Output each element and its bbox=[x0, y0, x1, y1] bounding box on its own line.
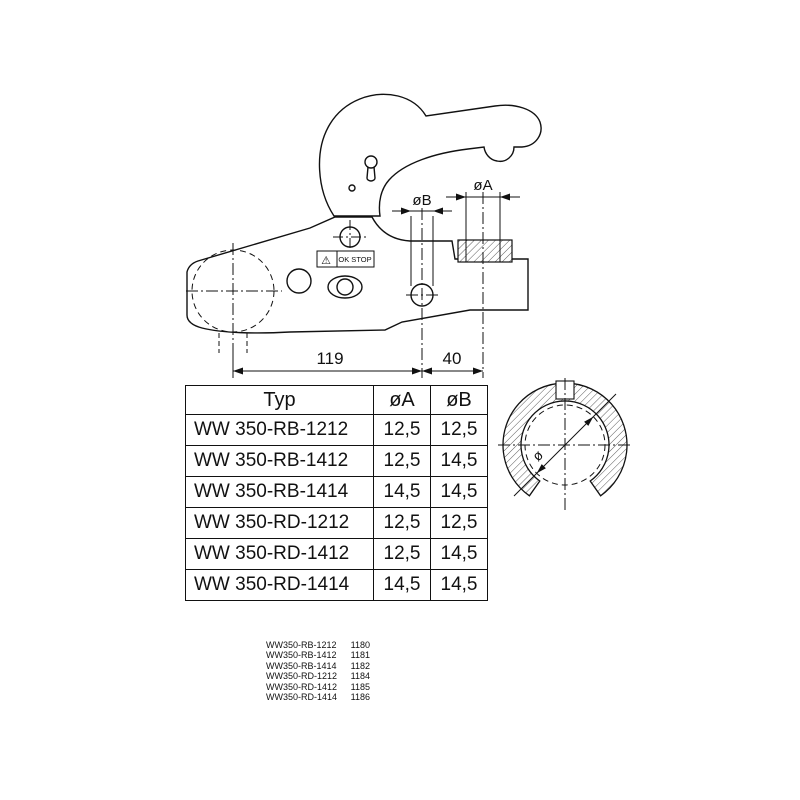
part-list-item: WW350-RB-1414 1182 bbox=[266, 661, 370, 671]
col-header-dia-b: øB bbox=[430, 385, 488, 415]
dim-119-label: 119 bbox=[316, 349, 343, 368]
part-list-item: WW350-RD-1414 1186 bbox=[266, 692, 370, 702]
handle-pin-hole bbox=[348, 184, 356, 192]
part-number: 1181 bbox=[350, 650, 370, 661]
part-number: 1184 bbox=[350, 671, 370, 682]
part-list-item: WW350-RD-1412 1185 bbox=[266, 682, 370, 692]
part-number: 1185 bbox=[350, 681, 370, 692]
keyhole-circle bbox=[364, 155, 378, 169]
cell-dia-b: 14,5 bbox=[430, 569, 488, 601]
cell-dia-b: 12,5 bbox=[430, 507, 488, 539]
keyhole-slot bbox=[366, 166, 376, 182]
cell-dia-b: 14,5 bbox=[430, 476, 488, 508]
part-code: WW350-RD-1412 bbox=[266, 681, 338, 692]
part-code: WW350-RD-1414 bbox=[266, 692, 338, 703]
cell-dia-a: 12,5 bbox=[373, 414, 431, 446]
cell-typ: WW 350-RB-1412 bbox=[185, 445, 374, 477]
table-row: WW 350-RB-1412 12,5 14,5 bbox=[185, 445, 488, 477]
warning-icon: ⚠ bbox=[321, 255, 331, 267]
part-list-item: WW350-RB-1212 1180 bbox=[266, 640, 370, 650]
part-number-list: WW350-RB-1212 1180 WW350-RB-1412 1181 WW… bbox=[266, 640, 370, 702]
clamp-section-view: ø bbox=[498, 378, 632, 512]
dim-40-label: 40 bbox=[443, 349, 462, 368]
cell-typ: WW 350-RD-1412 bbox=[185, 538, 374, 570]
col-header-typ: Typ bbox=[185, 385, 374, 415]
part-number: 1180 bbox=[350, 640, 370, 650]
table-row: WW 350-RD-1412 12,5 14,5 bbox=[185, 538, 488, 570]
col-header-dia-a: øA bbox=[373, 385, 431, 415]
dimension-40: 40 bbox=[422, 349, 483, 375]
cell-dia-b: 14,5 bbox=[430, 538, 488, 570]
dimension-b: øB bbox=[392, 192, 452, 286]
part-list-item: WW350-RB-1412 1181 bbox=[266, 650, 370, 660]
dimension-119: 119 bbox=[232, 349, 422, 378]
cell-dia-b: 14,5 bbox=[430, 445, 488, 477]
cell-dia-a: 14,5 bbox=[373, 569, 431, 601]
table-row: WW 350-RB-1414 14,5 14,5 bbox=[185, 476, 488, 508]
side-hole bbox=[286, 268, 312, 294]
table-row: WW 350-RD-1414 14,5 14,5 bbox=[185, 569, 488, 601]
dimensions: øB øA 119 40 bbox=[232, 177, 520, 378]
body-outline bbox=[186, 216, 529, 334]
part-code: WW350-RD-1212 bbox=[266, 671, 338, 682]
coupling-side-view: ⚠ OK STOP bbox=[186, 93, 542, 378]
cell-dia-a: 12,5 bbox=[373, 507, 431, 539]
cell-typ: WW 350-RB-1414 bbox=[185, 476, 374, 508]
clamp-dia-label: ø bbox=[529, 446, 547, 464]
ok-stop-text: OK STOP bbox=[338, 255, 371, 264]
part-number: 1186 bbox=[350, 692, 370, 703]
dim-a-label: øA bbox=[473, 177, 492, 194]
clamp-shell bbox=[502, 382, 628, 497]
spec-header-row: Typ øA øB bbox=[185, 385, 488, 415]
cell-dia-a: 12,5 bbox=[373, 538, 431, 570]
cell-typ: WW 350-RD-1212 bbox=[185, 507, 374, 539]
ok-stop-label: ⚠ OK STOP bbox=[316, 250, 375, 268]
cell-dia-b: 12,5 bbox=[430, 414, 488, 446]
table-row: WW 350-RD-1212 12,5 12,5 bbox=[185, 507, 488, 539]
table-row: WW 350-RB-1212 12,5 12,5 bbox=[185, 414, 488, 446]
cell-dia-a: 14,5 bbox=[373, 476, 431, 508]
part-list-item: WW350-RD-1212 1184 bbox=[266, 671, 370, 681]
dim-b-label: øB bbox=[412, 192, 431, 209]
cell-typ: WW 350-RD-1414 bbox=[185, 569, 374, 601]
adjuster-bolt bbox=[336, 278, 354, 296]
spec-table: Typ øA øB WW 350-RB-1212 12,5 12,5 WW 35… bbox=[185, 385, 488, 601]
cell-dia-a: 12,5 bbox=[373, 445, 431, 477]
cell-typ: WW 350-RB-1212 bbox=[185, 414, 374, 446]
part-code: WW350-RB-1412 bbox=[266, 650, 337, 661]
adjuster-slot bbox=[327, 275, 363, 299]
dimension-a: øA bbox=[446, 177, 520, 240]
part-code: WW350-RB-1212 bbox=[266, 640, 337, 650]
clamp-insert-section bbox=[457, 239, 513, 263]
part-number: 1182 bbox=[350, 660, 370, 671]
part-code: WW350-RB-1414 bbox=[266, 660, 337, 671]
handle-outline bbox=[318, 93, 542, 217]
